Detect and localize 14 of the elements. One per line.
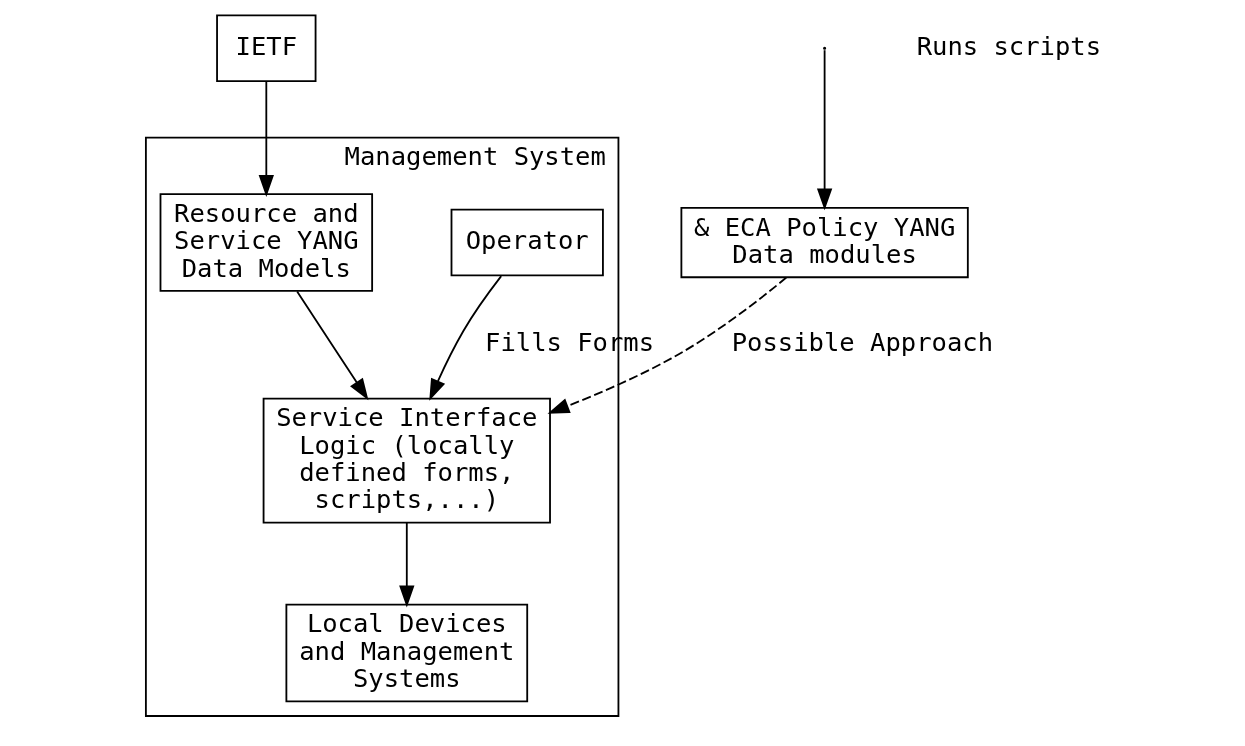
node-box: IETF xyxy=(215,14,316,82)
arrow xyxy=(295,290,368,401)
label: Runs scripts xyxy=(916,30,1101,61)
arrow xyxy=(428,275,502,401)
node-box: Resource and Service YANG Data Models xyxy=(159,193,373,292)
node-box: & ECA Policy YANG Data modules xyxy=(679,206,969,279)
arrow xyxy=(816,49,832,211)
arrow xyxy=(398,521,414,608)
arrow xyxy=(258,80,274,197)
node-box: Local Devices and Management Systems xyxy=(284,603,528,703)
edge-label: Possible Approach xyxy=(731,327,993,358)
node-box: Service Interface Logic (locally defined forms, scripts,...) xyxy=(262,397,551,524)
arrow xyxy=(547,276,787,414)
node-box: Operator xyxy=(450,208,604,277)
